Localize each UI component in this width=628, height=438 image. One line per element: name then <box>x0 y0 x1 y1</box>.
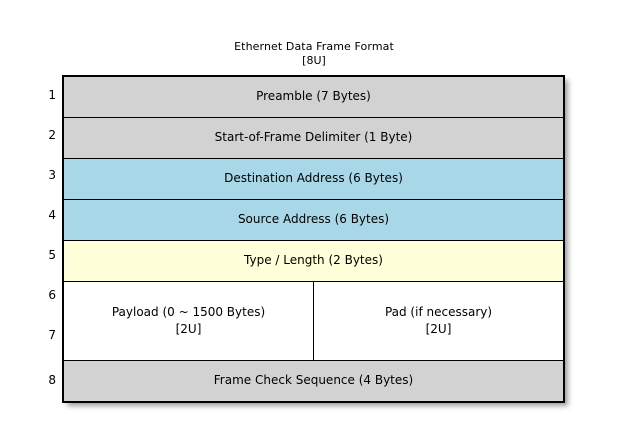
table-row: Type / Length (2 Bytes) <box>62 240 565 282</box>
row-number-2: 2 <box>48 128 56 142</box>
page-title: Ethernet Data Frame Format <box>234 40 394 53</box>
table-row: Source Address (6 Bytes) <box>62 199 565 241</box>
field-frame-check-sequence: Frame Check Sequence (4 Bytes) <box>62 360 565 403</box>
row-number-gutter: 1 2 3 4 5 6 7 8 <box>0 75 56 398</box>
field-payload: Payload (0 ~ 1500 Bytes) [2U] <box>62 281 314 361</box>
field-payload-label: Payload (0 ~ 1500 Bytes) <box>111 304 266 319</box>
field-type-length: Type / Length (2 Bytes) <box>62 240 565 282</box>
row-number-4: 4 <box>48 208 56 222</box>
field-source-address: Source Address (6 Bytes) <box>62 199 565 241</box>
field-preamble: Preamble (7 Bytes) <box>62 75 565 118</box>
table-row: Payload (0 ~ 1500 Bytes) [2U] Pad (if ne… <box>62 281 565 361</box>
field-pad: Pad (if necessary) [2U] <box>313 281 565 361</box>
table-row: Destination Address (6 Bytes) <box>62 158 565 200</box>
frame-field-table: Preamble (7 Bytes) Start-of-Frame Delimi… <box>62 75 565 403</box>
field-start-of-frame-delimiter: Start-of-Frame Delimiter (1 Byte) <box>62 117 565 159</box>
row-number-6: 6 <box>48 288 56 302</box>
field-pad-sublabel: [2U] <box>425 322 452 336</box>
field-payload-sublabel: [2U] <box>175 322 202 336</box>
row-number-8: 8 <box>48 373 56 387</box>
row-number-5: 5 <box>48 248 56 262</box>
table-row: Preamble (7 Bytes) <box>62 75 565 118</box>
field-destination-address: Destination Address (6 Bytes) <box>62 158 565 200</box>
diagram-title-block: Ethernet Data Frame Format [8U] <box>0 40 628 68</box>
row-number-3: 3 <box>48 168 56 182</box>
row-number-1: 1 <box>48 88 56 102</box>
row-number-7: 7 <box>48 328 56 342</box>
table-row: Frame Check Sequence (4 Bytes) <box>62 360 565 403</box>
table-row: Start-of-Frame Delimiter (1 Byte) <box>62 117 565 159</box>
ethernet-frame-diagram: Preamble (7 Bytes) Start-of-Frame Delimi… <box>62 75 565 403</box>
page-subtitle: [8U] <box>302 53 326 67</box>
field-pad-label: Pad (if necessary) <box>384 304 493 319</box>
